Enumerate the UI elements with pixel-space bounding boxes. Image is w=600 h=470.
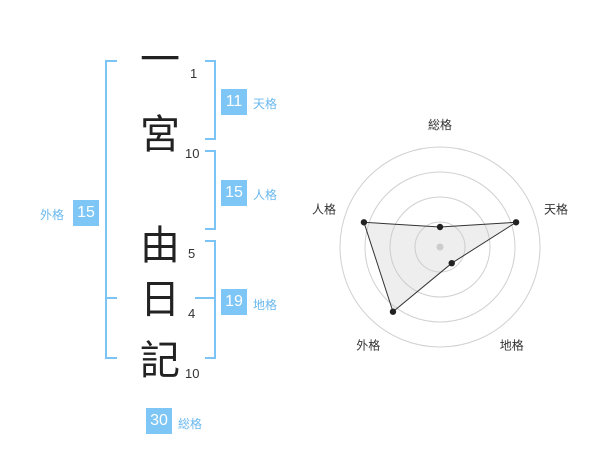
soukaku-label: 総格 <box>178 417 203 431</box>
gaikaku-bracket-tick <box>105 297 117 299</box>
tenkaku-bracket <box>205 60 216 140</box>
name-char-4: 日 <box>140 277 180 323</box>
chikaku-value-badge: 19 <box>221 289 247 315</box>
radar-axis-label-5: 人格 <box>312 201 336 216</box>
radar-axis-label-3: 地格 <box>500 338 524 353</box>
radar-point-2 <box>512 219 520 226</box>
radar-point-5 <box>360 219 368 226</box>
name-char-2: 宮 <box>140 112 180 158</box>
radar-grid-ring-3 <box>364 171 516 323</box>
jinkaku-label: 人格 <box>253 188 278 202</box>
chikaku-label: 地格 <box>253 298 278 312</box>
gaikaku-bracket <box>105 60 117 359</box>
radar-point-4 <box>389 308 397 315</box>
radar-axis-label-2: 天格 <box>544 201 568 216</box>
name-char-1: 一 <box>140 37 180 83</box>
stroke-count-2: 10 <box>185 146 200 161</box>
gaikaku-value-badge: 15 <box>73 200 99 226</box>
soukaku-value-badge: 30 <box>146 408 172 434</box>
jinkaku-bracket <box>205 150 216 230</box>
stroke-count-1: 1 <box>190 66 198 81</box>
stroke-count-4: 4 <box>188 306 196 321</box>
chikaku-bracket <box>205 240 216 359</box>
name-char-3: 由 <box>140 223 180 269</box>
name-char-5: 記 <box>140 338 180 384</box>
jinkaku-value-badge: 15 <box>221 180 247 206</box>
radar-axis-label-1: 総格 <box>428 117 452 132</box>
chikaku-bracket-tick <box>195 297 216 299</box>
radar-axis-label-4: 外格 <box>356 338 380 353</box>
radar-center-dot <box>436 243 444 251</box>
radar-point-3 <box>448 259 455 267</box>
radar-series-polygon <box>363 221 517 313</box>
radar-grid-ring-4 <box>339 146 541 348</box>
radar-grid-ring-2 <box>389 196 491 298</box>
gaikaku-label: 外格 <box>40 208 65 222</box>
radar-grid-ring-1 <box>414 221 466 273</box>
tenkaku-value-badge: 11 <box>221 89 247 115</box>
radar-point-1 <box>436 223 444 231</box>
stroke-count-3: 5 <box>188 246 196 261</box>
stroke-count-5: 10 <box>185 366 200 381</box>
tenkaku-label: 天格 <box>253 97 278 111</box>
